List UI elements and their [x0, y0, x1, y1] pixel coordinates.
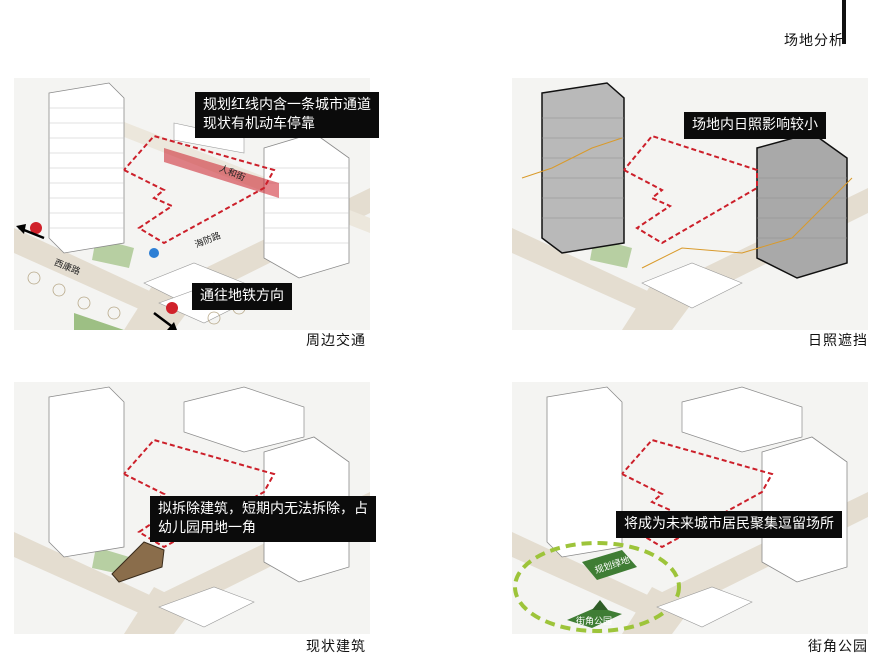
tower-right	[263, 132, 350, 279]
site-boundary	[621, 438, 774, 549]
caption-existing: 现状建筑	[306, 639, 366, 655]
panel-park: 规划绿地 街角公园	[512, 382, 868, 634]
callout-metro: 通往地铁方向	[192, 283, 292, 310]
site-boundary	[123, 134, 276, 245]
road	[622, 587, 692, 634]
block-north	[183, 386, 305, 453]
callout-traffic-channel: 规划红线内含一条城市通道 现状有机动车停靠	[195, 92, 379, 138]
direction-arrow-head	[167, 322, 177, 330]
metro-icon	[166, 302, 178, 314]
direction-arrow	[153, 312, 175, 329]
road	[512, 492, 868, 622]
bus-stop-icon	[149, 248, 159, 258]
shadow-line	[641, 177, 853, 269]
tag-corner-park: 街角公园	[576, 617, 613, 627]
caption-sunlight: 日照遮挡	[808, 333, 868, 349]
sunlight-map	[512, 82, 868, 330]
callout-sunlight: 场地内日照影响较小	[684, 112, 826, 139]
planned-green	[582, 550, 637, 580]
tower-floor-lines	[49, 107, 124, 229]
road-xikang	[14, 188, 370, 318]
low-building	[641, 262, 743, 309]
callout-existing: 拟拆除建筑，短期内无法拆除，占 幼儿园用地一角	[150, 496, 376, 542]
corner-park	[567, 607, 622, 628]
green-patch	[74, 313, 124, 330]
caption-park: 街角公园	[808, 639, 868, 655]
low-building	[656, 586, 753, 628]
city-channel	[164, 148, 279, 198]
park-map	[512, 386, 868, 634]
road	[14, 492, 370, 622]
road	[512, 188, 868, 318]
block-north	[681, 386, 803, 453]
page-title: 场地分析	[784, 33, 844, 49]
metro-icon	[30, 222, 42, 234]
park-highlight-ring	[513, 541, 681, 633]
shadow-tower-left	[541, 82, 625, 254]
title-accent-bar	[842, 0, 846, 44]
park-marker	[592, 600, 608, 610]
callout-park: 将成为未来城市居民聚集逗留场所	[616, 511, 842, 538]
low-building	[158, 586, 255, 628]
tower-left	[546, 386, 623, 558]
tower-left	[48, 386, 125, 558]
site-boundary	[623, 134, 758, 245]
direction-arrow-head	[16, 224, 26, 234]
existing-building	[111, 541, 165, 583]
shadow-line	[521, 137, 623, 179]
tower-right	[761, 436, 848, 583]
traffic-map	[14, 82, 370, 330]
shadow-tower-right	[756, 132, 848, 279]
caption-traffic: 周边交通	[306, 333, 366, 349]
tower-floor-lines	[542, 117, 847, 239]
road	[124, 587, 194, 634]
